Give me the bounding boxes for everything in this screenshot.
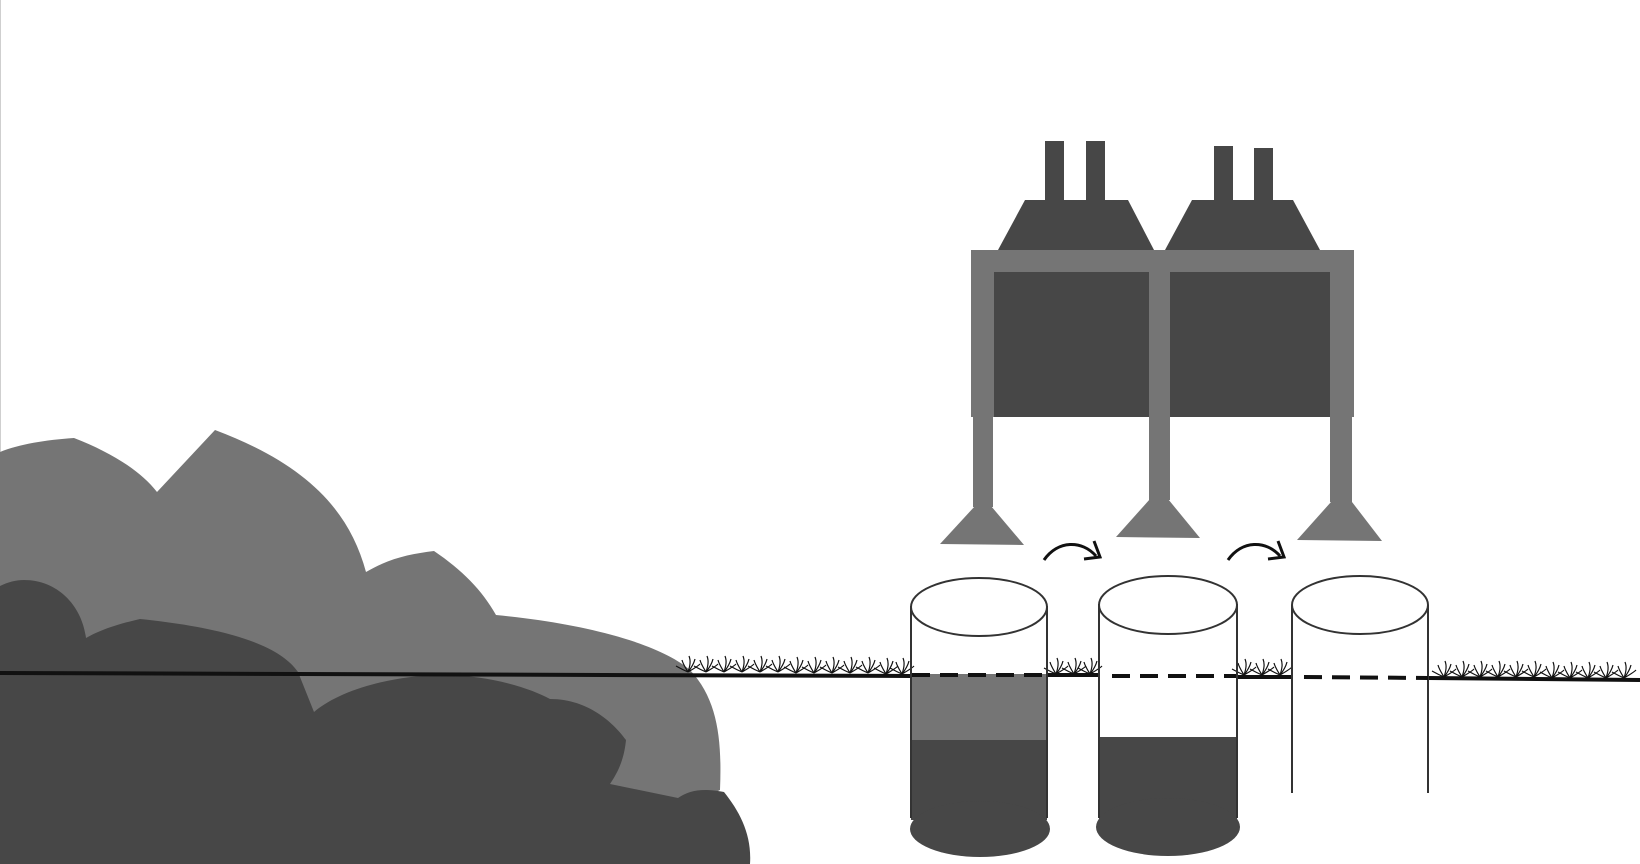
foot-1 bbox=[940, 506, 1024, 545]
cylinder-1 bbox=[910, 577, 1050, 857]
cylinder-1-top bbox=[910, 577, 1048, 637]
rubble-pile bbox=[0, 430, 751, 864]
foot-3 bbox=[1297, 502, 1382, 541]
leg-2 bbox=[1149, 417, 1170, 500]
cylinder-3 bbox=[1291, 575, 1429, 793]
grass-strip-1 bbox=[675, 655, 915, 675]
stack-2 bbox=[1086, 141, 1105, 201]
leg-3 bbox=[1330, 417, 1352, 502]
cylinder-2-top bbox=[1098, 575, 1238, 635]
cylinder-2-bottom-cap bbox=[1096, 798, 1240, 856]
ground bbox=[0, 655, 1640, 682]
leg-1 bbox=[973, 417, 993, 507]
grass-strip-2 bbox=[1043, 657, 1103, 675]
stack-1 bbox=[1045, 141, 1064, 201]
cylinder-2 bbox=[1096, 575, 1240, 856]
stack-3 bbox=[1214, 146, 1233, 201]
cylinder-3-dashed-ground bbox=[1303, 675, 1429, 680]
rubble-front-layer bbox=[0, 580, 751, 864]
cylinder-3-top bbox=[1291, 575, 1429, 635]
ground-line-right bbox=[1427, 676, 1640, 682]
grass-strip-3 bbox=[1231, 658, 1293, 676]
hopper-body-1 bbox=[994, 272, 1149, 417]
foot-2 bbox=[1116, 499, 1200, 538]
machine bbox=[940, 141, 1382, 545]
hopper-top-2 bbox=[1165, 200, 1320, 250]
hopper-body-2 bbox=[1170, 272, 1330, 417]
stack-4 bbox=[1254, 148, 1273, 201]
hopper-top-1 bbox=[998, 200, 1154, 250]
arrows bbox=[1042, 540, 1287, 561]
grass-strip-4 bbox=[1431, 660, 1637, 679]
arrow-1-to-2 bbox=[1042, 540, 1103, 561]
cylinder-1-bottom-cap bbox=[910, 801, 1050, 857]
cylinder-1-light-fill bbox=[911, 674, 1047, 740]
arrow-2-to-3 bbox=[1226, 540, 1287, 561]
ground-line-left bbox=[0, 671, 911, 678]
